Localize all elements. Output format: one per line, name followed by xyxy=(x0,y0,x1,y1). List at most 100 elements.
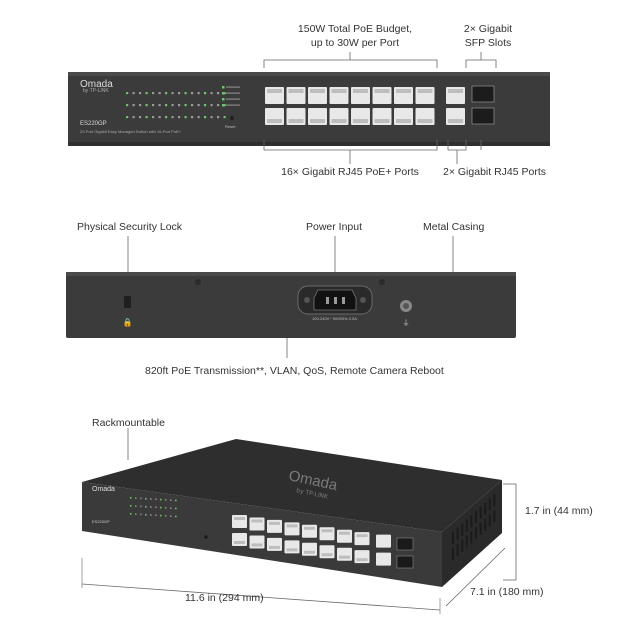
rj45-port xyxy=(376,534,391,548)
rj45-port-latch xyxy=(448,89,463,93)
rj45-port-latch xyxy=(353,119,368,123)
front-led xyxy=(204,104,207,107)
rj45-port-latch xyxy=(269,545,280,549)
rj45-port-latch xyxy=(304,526,315,530)
front-led xyxy=(178,92,181,95)
rj45-port-latch xyxy=(339,555,350,559)
callout-height: 1.7 in (44 mm) xyxy=(525,505,593,517)
front-brand-logo: Omada xyxy=(80,79,113,90)
front-led xyxy=(191,92,194,95)
status-led-label xyxy=(226,98,240,100)
front-led xyxy=(145,513,147,516)
front-poe-ports xyxy=(265,87,435,125)
side-vent xyxy=(456,527,459,540)
rj45-port xyxy=(267,519,282,533)
svg-text:⏚: ⏚ xyxy=(403,319,410,327)
side-vent xyxy=(470,531,473,544)
perspective-ports xyxy=(232,515,391,566)
side-vent xyxy=(484,518,487,531)
front-led xyxy=(165,92,168,95)
front-led xyxy=(132,116,135,119)
front-led xyxy=(145,92,148,95)
front-led xyxy=(126,104,129,107)
status-led xyxy=(222,86,225,89)
front-led xyxy=(132,92,135,95)
callout-poe-ports: 16× Gigabit RJ45 PoE+ Ports xyxy=(281,166,419,178)
side-vent xyxy=(493,494,496,507)
front-led xyxy=(171,104,174,107)
front-led xyxy=(175,515,177,518)
front-reset-label: Reset xyxy=(225,124,236,129)
perspective-brand-logo: Omada xyxy=(92,486,115,493)
front-led xyxy=(191,116,194,119)
front-rj45-ports xyxy=(446,87,465,125)
front-led xyxy=(158,104,161,107)
side-vent xyxy=(488,498,491,511)
front-led xyxy=(152,92,155,95)
front-led xyxy=(135,497,137,499)
rj45-port-latch xyxy=(321,529,333,533)
front-led xyxy=(165,507,167,509)
front-led xyxy=(178,104,181,107)
security-lock-slot xyxy=(124,296,131,308)
rj45-port-latch xyxy=(251,519,263,523)
front-led xyxy=(184,116,187,119)
front-led xyxy=(130,513,132,515)
front-led xyxy=(165,515,167,517)
front-led xyxy=(197,116,200,119)
front-led xyxy=(175,499,177,502)
rj45-port-latch xyxy=(304,550,315,554)
front-led xyxy=(150,498,152,500)
rj45-port xyxy=(376,552,391,566)
rj45-port-latch xyxy=(234,541,245,544)
rj45-port xyxy=(232,515,247,528)
status-led xyxy=(222,104,225,107)
sfp-slot xyxy=(471,85,495,103)
front-led xyxy=(170,499,172,501)
side-vent xyxy=(479,522,482,535)
front-led xyxy=(152,116,155,119)
front-led xyxy=(139,116,142,119)
front-led xyxy=(210,92,213,95)
front-led xyxy=(184,92,187,95)
rj45-port-latch xyxy=(331,89,347,93)
callout-rj45-ports: 2× Gigabit RJ45 Ports xyxy=(443,166,547,178)
front-led xyxy=(139,92,142,95)
rj45-port-latch xyxy=(310,119,325,123)
front-led xyxy=(165,104,168,107)
front-led xyxy=(160,514,162,517)
front-led xyxy=(145,116,148,119)
rj45-port-latch xyxy=(267,89,282,93)
rj45-port xyxy=(249,535,265,549)
callout-features: 820ft PoE Transmission**, VLAN, QoS, Rem… xyxy=(145,365,444,377)
rj45-port-latch xyxy=(310,89,325,93)
callout-rackmountable: Rackmountable xyxy=(92,417,165,429)
rj45-port-latch xyxy=(286,548,298,552)
front-led xyxy=(130,497,132,499)
rj45-port xyxy=(337,529,352,543)
rj45-port-latch xyxy=(353,89,368,93)
side-vent xyxy=(475,527,477,539)
front-led xyxy=(155,498,157,501)
front-led xyxy=(158,116,161,119)
front-model: ES220GP xyxy=(80,121,107,127)
rj45-port-latch xyxy=(374,119,390,123)
rj45-port-latch xyxy=(396,89,411,93)
side-vent xyxy=(470,515,473,528)
front-model-desc: 20-Port Gigabit Easy Managed Switch with… xyxy=(80,129,182,134)
rj45-port xyxy=(302,524,317,538)
side-vent xyxy=(488,514,491,527)
rj45-port xyxy=(284,522,300,536)
front-led xyxy=(140,513,142,516)
side-vent xyxy=(452,548,454,560)
rj45-port-latch xyxy=(321,553,333,557)
front-led xyxy=(175,507,177,510)
front-led xyxy=(155,506,157,509)
rj45-port-latch xyxy=(251,543,263,547)
reset-button xyxy=(230,116,234,120)
front-led xyxy=(126,116,129,119)
callout-width: 11.6 in (294 mm) xyxy=(185,592,264,604)
front-led xyxy=(204,92,207,95)
callout-security-lock: Physical Security Lock xyxy=(77,221,183,233)
